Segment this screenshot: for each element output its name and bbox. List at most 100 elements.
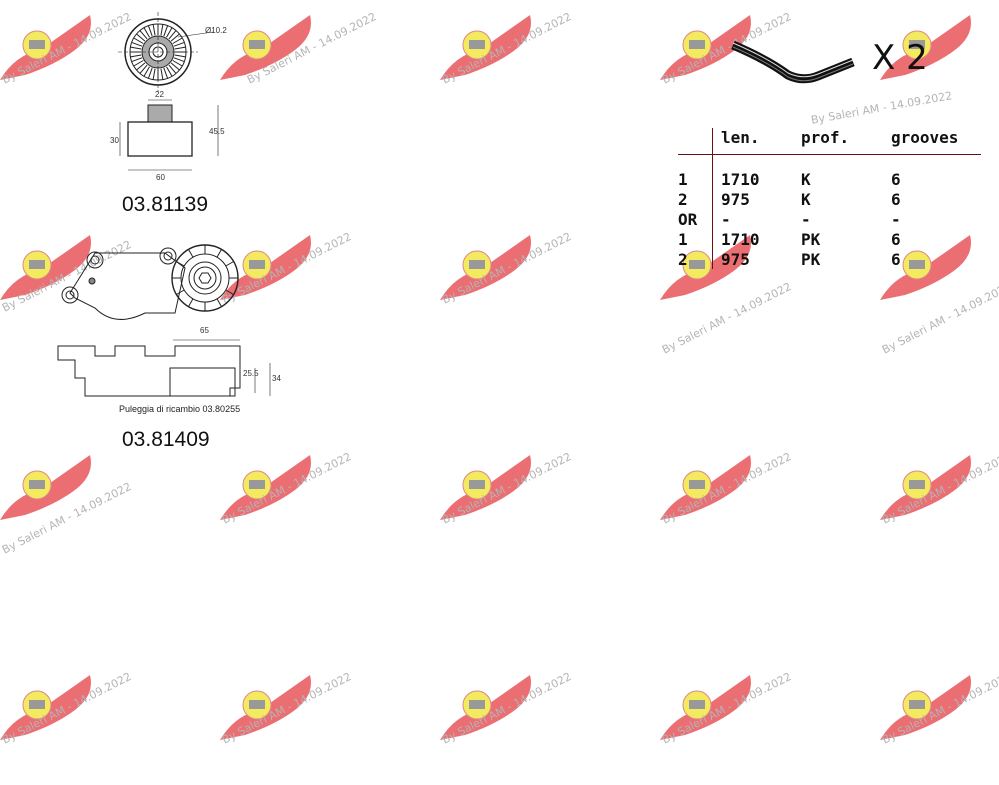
watermark-text: By Saleri AM - 14.09.2022: [220, 450, 354, 527]
spoke: [147, 25, 153, 37]
diameter-label: Ø10.2: [205, 26, 227, 35]
tensioner-drawing: 65 25.5 34: [55, 238, 285, 398]
cell-length: 975: [712, 189, 801, 209]
spoke: [131, 57, 143, 63]
spoke: [139, 30, 148, 40]
watermark-text: By Saleri AM - 14.09.2022: [440, 230, 574, 307]
wings-logo-icon: [440, 675, 531, 740]
header-length: len.: [712, 128, 801, 155]
replacement-pulley-caption: Puleggia di ricambio 03.80255: [119, 404, 241, 414]
wings-logo-icon: [220, 455, 311, 520]
cell-index: 1: [678, 229, 688, 249]
spoke: [152, 68, 156, 80]
header-index: [678, 128, 713, 155]
watermark-text: By Saleri AM - 14.09.2022: [220, 670, 354, 747]
watermark: By Saleri AM - 14.09.2022: [655, 445, 805, 565]
idler-pulley-drawing: Ø10.2 22 45.5 30 60: [100, 10, 240, 185]
spoke: [147, 67, 153, 79]
spoke: [133, 37, 144, 44]
watermark-text: By Saleri AM - 14.09.2022: [440, 450, 574, 527]
belt-quantity: X 2: [872, 38, 928, 78]
spoke: [170, 33, 180, 42]
cell-length: 1710: [712, 169, 801, 189]
watermark-text: By Saleri AM - 14.09.2022: [660, 280, 794, 357]
spoke: [216, 298, 222, 307]
watermark: By Saleri AM - 14.09.2022: [0, 445, 145, 565]
watermark: By Saleri AM - 14.09.2022: [215, 445, 365, 565]
idler-pulley-icon: [118, 12, 219, 171]
spoke: [174, 54, 186, 58]
wings-logo-icon: [660, 675, 751, 740]
wings-logo-icon: [440, 235, 531, 300]
ribbed-belt-icon: [731, 40, 855, 84]
watermark-text: By Saleri AM - 14.09.2022: [245, 10, 379, 87]
cell-profile: PK: [801, 249, 821, 269]
wings-logo-icon: [0, 15, 91, 80]
width-label: 60: [156, 173, 165, 182]
spoke: [166, 27, 173, 38]
cell-grooves: -: [891, 209, 901, 229]
spoke: [172, 60, 183, 67]
spoke: [163, 67, 169, 79]
spoke: [188, 249, 194, 258]
cell-index: 2: [678, 189, 688, 209]
watermark: By Saleri AM - 14.09.2022: [215, 665, 365, 785]
cell-length: -: [712, 209, 801, 229]
wings-logo-icon: [440, 15, 531, 80]
spoke: [152, 24, 156, 36]
watermark-text: By Saleri AM - 14.09.2022: [810, 89, 954, 127]
top-width-label: 22: [155, 90, 164, 99]
watermark: By Saleri AM - 14.09.2022: [875, 665, 999, 785]
watermark-text: By Saleri AM - 14.09.2022: [660, 670, 794, 747]
spoke: [176, 289, 185, 295]
watermark: By Saleri AM - 14.09.2022: [0, 665, 145, 785]
watermark-text: By Saleri AM - 14.09.2022: [440, 10, 574, 87]
watermark-text: By Saleri AM - 14.09.2022: [0, 480, 134, 557]
cell-grooves: 6: [891, 249, 901, 269]
total-height-label: 45.5: [209, 127, 225, 136]
spoke: [136, 33, 146, 42]
watermark-text: By Saleri AM - 14.09.2022: [0, 670, 134, 747]
cell-length: 1710: [712, 229, 801, 249]
cell-length: 975: [712, 249, 801, 269]
spoke: [172, 37, 183, 44]
pulley-height-label: 25.5: [243, 369, 259, 378]
cell-profile: -: [801, 209, 811, 229]
spoke: [163, 25, 169, 37]
wings-logo-icon: [880, 675, 971, 740]
cell-grooves: 6: [891, 229, 901, 249]
watermark-text: By Saleri AM - 14.09.2022: [880, 670, 999, 747]
spoke: [130, 54, 142, 58]
cell-index: 1: [678, 169, 688, 189]
watermark: By Saleri AM - 14.09.2022: [435, 225, 585, 345]
spoke: [174, 46, 186, 50]
body-height-label: 30: [110, 136, 119, 145]
spoke: [168, 30, 177, 40]
table-header: len. prof. grooves: [678, 128, 981, 155]
watermark-text: By Saleri AM - 14.09.2022: [880, 280, 999, 357]
total-height-label-2: 34: [272, 374, 281, 383]
watermark-text: By Saleri AM - 14.09.2022: [440, 670, 574, 747]
spoke: [143, 66, 150, 77]
cell-index: 2: [678, 249, 688, 269]
tensioner-icon: [57, 244, 271, 397]
cell-index: OR: [678, 209, 698, 229]
wings-logo-icon: [880, 455, 971, 520]
header-grooves: grooves: [891, 128, 981, 155]
watermark-text: By Saleri AM - 14.09.2022: [660, 450, 794, 527]
spoke: [173, 41, 185, 47]
spoke: [131, 41, 143, 47]
cell-profile: K: [801, 189, 811, 209]
spoke: [168, 64, 177, 74]
spoke: [176, 261, 185, 267]
offset-label: 65: [200, 326, 209, 335]
watermark: By Saleri AM - 14.09.2022: [655, 665, 805, 785]
cell-profile: PK: [801, 229, 821, 249]
spoke: [225, 261, 234, 267]
watermark-text: By Saleri AM - 14.09.2022: [880, 450, 999, 527]
spoke: [225, 289, 234, 295]
